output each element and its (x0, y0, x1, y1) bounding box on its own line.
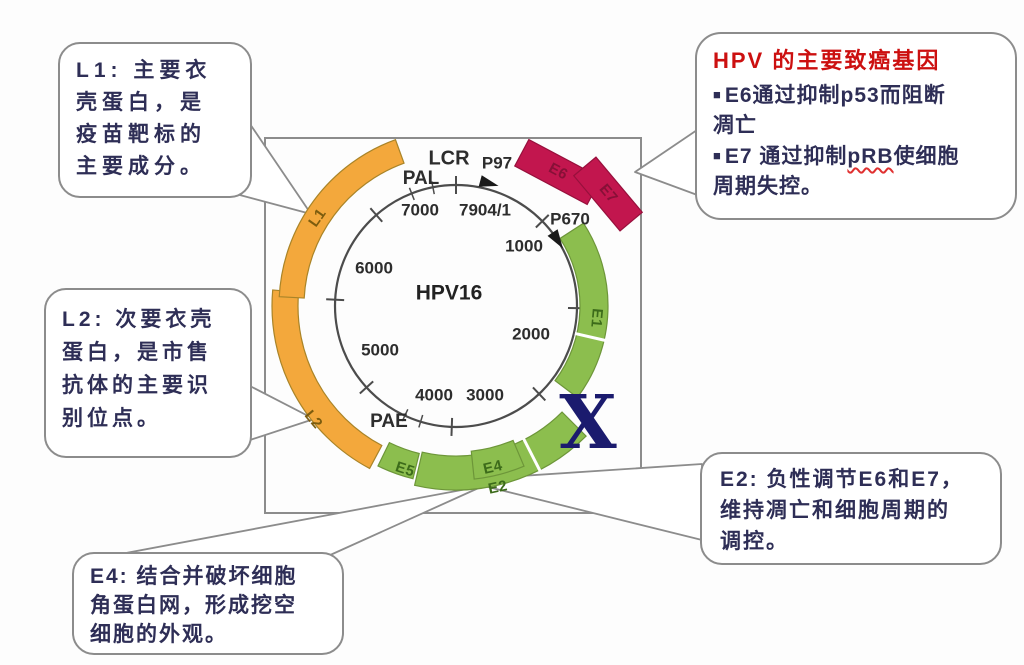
tick-1000 (535, 214, 550, 229)
bullet-square-icon: ■ (713, 87, 722, 102)
callout-tail-e4 (109, 485, 484, 557)
x-cross-mark: X (559, 380, 617, 466)
callout-e2-text: E2: 负性调节E6和E7， (720, 468, 964, 491)
region-label-PAL: PAL (403, 168, 440, 189)
callout-l1: L1: 主要衣 壳蛋白，是 疫苗靶标的 主要成分。 (58, 42, 252, 198)
gene-gap-E1 (574, 331, 607, 343)
gene-arc-E1 (554, 222, 609, 399)
region-label-LCR: LCR (428, 147, 470, 169)
callout-e2: E2: 负性调节E6和E7， 维持凋亡和细胞周期的 调控。 (700, 452, 1002, 565)
callout-l1-text: L1: 主要衣 (76, 59, 212, 82)
oncogenes-bullet-e6: ■E6通过抑制p53而阻断 (713, 84, 946, 107)
site-tick (431, 181, 435, 195)
tick-label-1000: 1000 (505, 236, 543, 255)
gene-label-E5: E5 (393, 458, 417, 480)
gene-arc-L1 (278, 138, 405, 299)
bullet-square-icon: ■ (713, 148, 722, 163)
prb-wavy-underline: pRB (847, 145, 894, 168)
tick-7000 (369, 207, 383, 223)
tick-label-2000: 2000 (512, 324, 550, 343)
gene-box-E7 (572, 156, 644, 232)
tick-3000 (532, 386, 547, 402)
gene-label-E4: E4 (482, 457, 505, 478)
promoter-arrow-icon-P670 (547, 229, 563, 249)
callout-l2-text: L2: 次要衣壳 (62, 308, 216, 331)
genome-circle (333, 183, 579, 429)
tick-label-7904/1: 7904/1 (459, 200, 511, 219)
oncogenes-bullet-e7: ■E7 通过抑制pRB使细胞 (713, 145, 960, 168)
genome-name: HPV16 (416, 282, 483, 305)
site-tick (401, 409, 409, 422)
site-tick (418, 414, 424, 428)
gene-label-E2: E2 (487, 477, 509, 498)
callout-e4: E4: 结合并破坏细胞 角蛋白网，形成挖空 细胞的外观。 (72, 552, 344, 655)
tick-label-4000: 4000 (415, 385, 453, 404)
tick-6000 (326, 298, 345, 302)
gene-arc-E5 (377, 441, 420, 480)
promoter-label-P97: P97 (482, 153, 512, 172)
gene-gap-E2 (521, 437, 542, 473)
tick-5000 (359, 380, 374, 395)
tick-label-7000: 7000 (401, 200, 439, 219)
promoter-label-P670: P670 (550, 209, 590, 228)
callout-oncogenes: HPV 的主要致癌基因 ■E6通过抑制p53而阻断 凋亡 ■E7 通过抑制pRB… (695, 32, 1017, 220)
tick-label-3000: 3000 (466, 385, 504, 404)
gene-arc-L2 (271, 289, 383, 470)
callout-l2: L2: 次要衣壳 蛋白，是市售 抗体的主要识 别位点。 (44, 288, 252, 458)
callout-e4-text: E4: 结合并破坏细胞 (90, 565, 298, 588)
gene-arc-E4 (470, 439, 525, 480)
gene-label-E1: E1 (587, 308, 606, 329)
tick-label-6000: 6000 (355, 258, 393, 277)
site-tick (408, 187, 415, 201)
diagram-frame (264, 137, 642, 514)
promoter-arrow-icon-P97 (478, 175, 499, 187)
tick-label-5000: 5000 (361, 340, 399, 359)
tick-4000 (450, 417, 454, 436)
region-label-PAE: PAE (370, 411, 408, 432)
oncogenes-title: HPV 的主要致癌基因 (713, 48, 941, 73)
callout-tail-hpv (634, 127, 701, 197)
